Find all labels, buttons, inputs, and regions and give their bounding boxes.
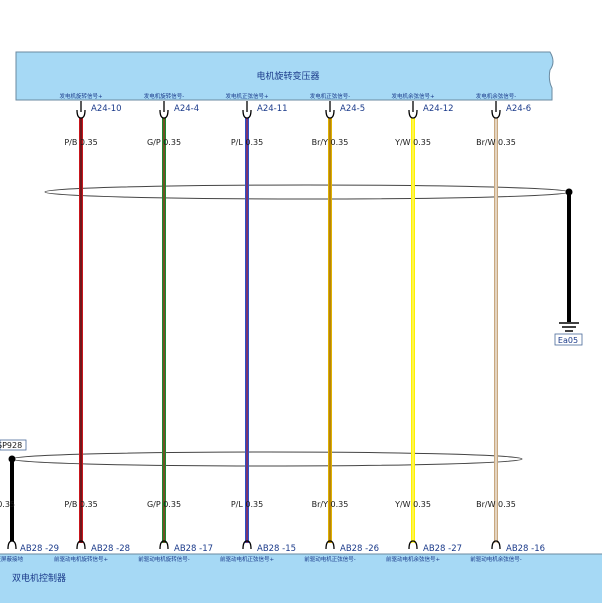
bottom-pin-cup xyxy=(325,540,335,550)
top-component-box xyxy=(15,51,554,101)
top-connector-label: A24-5 xyxy=(340,104,365,114)
top-pin-signal: 发电机旋转信号+ xyxy=(59,92,103,100)
shield-pin-cup xyxy=(7,540,17,550)
top-wire-label: P/B 0.35 xyxy=(64,138,97,147)
top-component: 电机旋转变压器 xyxy=(15,51,554,101)
bottom-component-box xyxy=(0,554,602,603)
top-component-title: 电机旋转变压器 xyxy=(256,70,319,82)
shield-ellipse-bottom xyxy=(11,451,523,467)
top-pin-cup xyxy=(325,109,335,119)
top-pin-cup xyxy=(242,109,252,119)
shield-ellipse-top xyxy=(44,184,570,200)
top-wire-label: Br/W 0.35 xyxy=(476,138,516,147)
bottom-pin-cup xyxy=(408,540,418,550)
shield-pin: B 0.35 AB28 -29 旋变屏蔽接地 xyxy=(0,500,59,563)
top-wire-label: G/P 0.35 xyxy=(147,138,181,147)
bottom-connector-label: AB28 -15 xyxy=(257,544,296,554)
ground-symbol xyxy=(559,322,579,332)
ground-label-box xyxy=(554,333,583,346)
bottom-connector-label: AB28 -27 xyxy=(423,544,462,554)
bottom-component: 双电机控制器 xyxy=(0,553,602,603)
top-pin-signal: 发电机正弦信号- xyxy=(310,92,351,100)
bottom-connector-label: AB28 -26 xyxy=(340,544,379,554)
bottom-wire-label: Y/W 0.35 xyxy=(394,500,431,509)
top-pin-signal: 发电机余弦信号+ xyxy=(391,92,435,100)
bottom-pin-cup xyxy=(76,540,86,550)
shield-signal-label: 旋变屏蔽接地 xyxy=(0,555,24,563)
top-pin-signal: 发电机余弦信号- xyxy=(476,92,517,100)
top-connector-label: A24-10 xyxy=(91,104,122,114)
shield-wire-label: B 0.35 xyxy=(0,500,15,509)
top-pin-cup xyxy=(408,109,418,119)
splice-label-box xyxy=(0,439,27,451)
top-pin-signal: 发电机旋转信号- xyxy=(144,92,185,100)
bottom-pin-signal: 前驱动电机正弦信号+ xyxy=(220,555,275,563)
bottom-wire-label: P/B 0.35 xyxy=(64,500,97,509)
bottom-pin-cup xyxy=(242,540,252,550)
top-connector-label: A24-11 xyxy=(257,104,288,114)
top-wire-label: Br/Y 0.35 xyxy=(312,138,349,147)
bottom-pin-signal: 前驱动电机旋转信号- xyxy=(138,555,190,563)
shield-connector-label: AB28 -29 xyxy=(20,544,59,554)
splice-label: SP928 xyxy=(0,441,22,450)
bottom-pin-signal: 前驱动电机旋转信号+ xyxy=(54,555,109,563)
bottom-wire-label: Br/W 0.35 xyxy=(476,500,516,509)
bottom-connector-label: AB28 -28 xyxy=(91,544,130,554)
bottom-pin-signal: 前驱动电机正弦信号- xyxy=(304,555,356,563)
bottom-pin-cup xyxy=(159,540,169,550)
top-pin-cup xyxy=(159,109,169,119)
bottom-pin-signal: 前驱动电机余弦信号- xyxy=(470,555,522,563)
bottom-component-title: 双电机控制器 xyxy=(12,572,66,584)
top-wire-label: Y/W 0.35 xyxy=(394,138,431,147)
top-connector-label: A24-6 xyxy=(506,104,531,114)
bottom-pin-cup xyxy=(491,540,501,550)
bottom-wire-label: P/L 0.35 xyxy=(231,500,263,509)
bottom-wire-label: G/P 0.35 xyxy=(147,500,181,509)
bottom-pin-signal: 前驱动电机余弦信号+ xyxy=(386,555,441,563)
ground-label: Ea05 xyxy=(558,336,578,345)
bottom-wire-label: Br/Y 0.35 xyxy=(312,500,349,509)
top-pin-cup xyxy=(491,109,501,119)
top-connector-label: A24-12 xyxy=(423,104,454,114)
bottom-connector-label: AB28 -17 xyxy=(174,544,213,554)
top-pin-signal: 发电机正弦信号+ xyxy=(225,92,269,100)
top-wire-label: P/L 0.35 xyxy=(231,138,263,147)
top-pin-cup xyxy=(76,109,86,119)
top-connector-label: A24-4 xyxy=(174,104,199,114)
bottom-connector-label: AB28 -16 xyxy=(506,544,545,554)
